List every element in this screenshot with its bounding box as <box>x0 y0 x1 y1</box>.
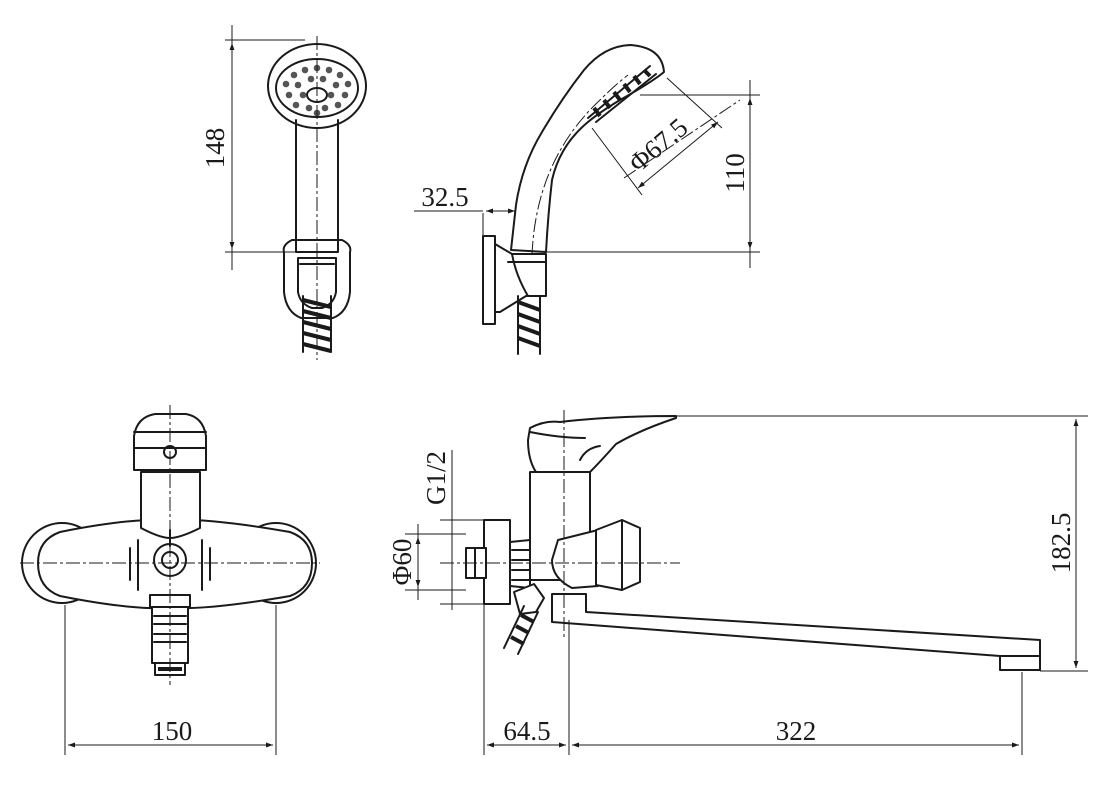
dim-mixer-total-height: 182.5 <box>676 415 1088 672</box>
dim-g1-2-label: G1/2 <box>421 451 451 505</box>
dim-spout-lengths: 64.5 322 <box>483 604 1023 755</box>
dim-handshower-length: 148 <box>200 25 305 270</box>
dim-110-label: 110 <box>720 153 750 193</box>
dim-thread-size: G1/2 <box>421 450 484 610</box>
dim-322-label: 322 <box>776 716 817 746</box>
side-hose <box>517 295 541 355</box>
mixer-hose <box>503 605 539 655</box>
dim-body-width: 150 <box>64 605 277 755</box>
handshower-side-view <box>482 44 741 355</box>
dim-67-5-label: Φ67.5 <box>623 112 694 178</box>
handshower-front-view <box>267 36 367 360</box>
dim-148-label: 148 <box>200 128 230 169</box>
dim-32-5-label: 32.5 <box>421 182 468 212</box>
spray-nozzles <box>282 64 352 117</box>
dim-handshower-height: 110 <box>546 80 760 268</box>
dim-flange-diameter: Φ60 <box>387 524 466 600</box>
mixer-side-view <box>440 410 1041 671</box>
dim-handshower-offset: 32.5 <box>414 182 515 236</box>
dim-64-5-label: 64.5 <box>503 716 550 746</box>
dim-182-5-label: 182.5 <box>1046 513 1076 574</box>
mixer-front-view <box>20 405 320 685</box>
dim-150-label: 150 <box>152 716 193 746</box>
dim-60-label: Φ60 <box>387 539 417 586</box>
